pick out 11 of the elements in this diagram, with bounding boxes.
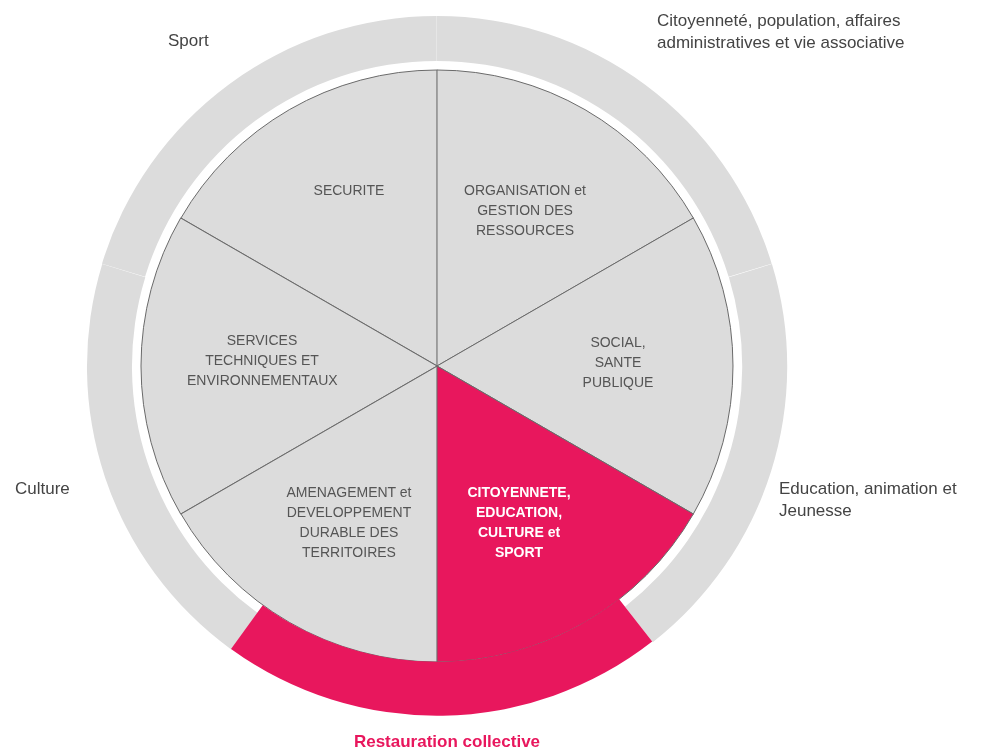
slice-label: SERVICES TECHNIQUES ET ENVIRONNEMENTAUX: [187, 331, 337, 390]
segment-label: Education, animation et Jeunesse: [779, 478, 958, 522]
slice-label: SECURITE: [312, 181, 386, 200]
segment-label: Citoyenneté, population, affaires administratives et vie associative: [657, 10, 906, 54]
segment-label: Culture: [15, 478, 71, 500]
slice-label: ORGANISATION et GESTION DES RESSOURCES: [463, 181, 587, 240]
slice-label: SOCIAL, SANTE PUBLIQUE: [581, 333, 655, 392]
segment-label: Sport: [168, 30, 210, 52]
slice-label: CITOYENNETE, EDUCATION, CULTURE et SPORT: [466, 483, 572, 562]
slice-label: AMENAGEMENT et DEVELOPPEMENT DURABLE DES TERRITOIRES: [285, 483, 413, 562]
segment-label: Restauration collective: [352, 731, 542, 753]
